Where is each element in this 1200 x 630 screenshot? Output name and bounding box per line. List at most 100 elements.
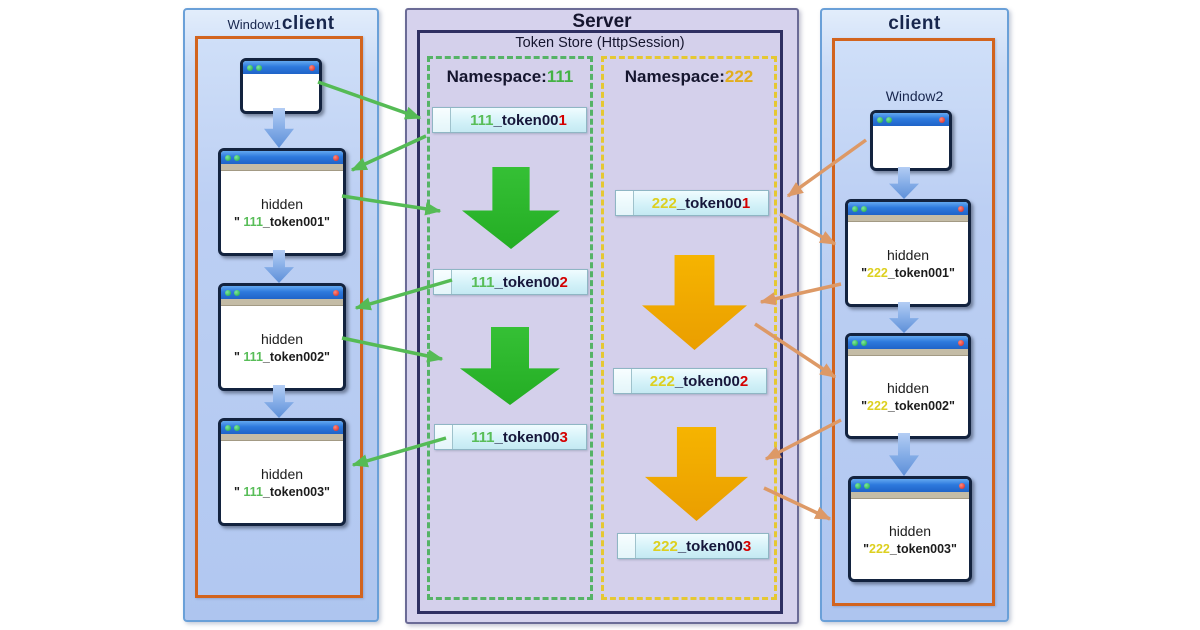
- window-button-icon: [225, 289, 231, 296]
- window-close-icon: [958, 339, 964, 346]
- window-content: hidden " 111_token002": [221, 306, 343, 388]
- token-cell-divider: [616, 191, 634, 215]
- window-titlebar: [848, 202, 968, 215]
- window-button-icon: [852, 205, 858, 212]
- token-rest: _token002": [887, 398, 955, 413]
- token-cell-divider: [614, 369, 632, 393]
- quote-open: ": [234, 349, 244, 364]
- window-content: hidden "222_token003": [851, 499, 969, 579]
- browser-window-token002-left: hidden " 111_token002": [218, 283, 346, 391]
- token-namespace: 222: [867, 398, 888, 413]
- window-button-icon: [225, 424, 231, 431]
- token-cell-divider: [434, 270, 452, 294]
- window-close-icon: [939, 116, 945, 123]
- token-mid: _token00: [676, 194, 742, 212]
- token-namespace: 111: [243, 214, 263, 229]
- window-content: hidden " 111_token003": [221, 441, 343, 523]
- browser-window-token002-right: hidden "222_token002": [845, 333, 971, 439]
- browser-window-initial-right: [870, 110, 952, 171]
- window-content: hidden "222_token001": [848, 222, 968, 304]
- left-panel-title: Window1 client: [185, 13, 377, 35]
- browser-window-initial-left: [240, 58, 322, 114]
- window-titlebar: [221, 421, 343, 434]
- token-rest: _token001": [887, 265, 955, 280]
- window2-label: Window2: [885, 88, 944, 104]
- token-mid: _token00: [674, 372, 740, 390]
- namespace-id: 222: [724, 67, 754, 86]
- hidden-field-label: hidden: [888, 522, 932, 539]
- browser-window-token003-right: hidden "222_token003": [848, 476, 972, 582]
- namespace-id: 111: [546, 67, 574, 86]
- window-button-icon: [864, 482, 870, 489]
- token-num: 1: [558, 111, 567, 129]
- orange-down-arrow-icon: [642, 255, 747, 350]
- window-button-icon: [852, 339, 858, 346]
- window-close-icon: [958, 205, 964, 212]
- window-titlebar: [243, 61, 319, 74]
- browser-window-token001-right: hidden "222_token001": [845, 199, 971, 307]
- token-ns: 111: [470, 111, 494, 129]
- hidden-field-label: hidden: [260, 465, 304, 482]
- token-ns: 222: [652, 537, 678, 555]
- token-namespace: 222: [869, 541, 890, 556]
- window-content: [873, 126, 949, 168]
- hidden-field-label: hidden: [260, 330, 304, 347]
- window1-label: Window1: [227, 17, 281, 32]
- token-namespace: 222: [867, 265, 888, 280]
- window-button-icon: [861, 339, 867, 346]
- window-close-icon: [333, 289, 339, 296]
- window-titlebar: [848, 336, 968, 349]
- hidden-field-value: " 111_token001": [234, 215, 330, 229]
- token-ns: 111: [471, 428, 495, 446]
- window-toolbar: [851, 492, 969, 499]
- token-mid: _token00: [677, 537, 743, 555]
- server-title: Server: [572, 11, 632, 32]
- window-content: hidden " 111_token001": [221, 171, 343, 253]
- window-button-icon: [234, 289, 240, 296]
- window-button-icon: [225, 154, 231, 161]
- green-down-arrow-icon: [462, 167, 560, 249]
- hidden-field-value: " 111_token002": [234, 350, 330, 364]
- hidden-field-value: "222_token003": [863, 542, 957, 556]
- namespace-222-label: Namespace:222: [604, 67, 774, 87]
- window-toolbar: [221, 299, 343, 306]
- token-mid: _token00: [494, 273, 560, 291]
- window-titlebar: [221, 286, 343, 299]
- token-cell-divider: [433, 108, 451, 132]
- window-close-icon: [309, 64, 315, 71]
- quote-open: ": [234, 214, 244, 229]
- orange-down-arrow-icon: [645, 427, 748, 521]
- window-button-icon: [877, 116, 883, 123]
- token-rest: _token003": [262, 484, 330, 499]
- window-button-icon: [855, 482, 861, 489]
- green-down-arrow-icon: [460, 327, 560, 405]
- window-button-icon: [234, 154, 240, 161]
- window-content: [243, 74, 319, 111]
- hidden-field-label: hidden: [886, 379, 930, 396]
- token-ns: 222: [651, 194, 677, 212]
- browser-window-token003-left: hidden " 111_token003": [218, 418, 346, 526]
- namespace-label-text: Namespace:: [624, 67, 725, 86]
- token-store-label: Token Store (HttpSession): [515, 35, 685, 51]
- quote-open: ": [234, 484, 244, 499]
- window-button-icon: [256, 64, 262, 71]
- window-close-icon: [333, 424, 339, 431]
- window-button-icon: [861, 205, 867, 212]
- hidden-field-value: " 111_token003": [234, 485, 330, 499]
- token-rest: _token001": [262, 214, 330, 229]
- hidden-field-value: "222_token001": [861, 266, 955, 280]
- token-num: 3: [559, 428, 568, 446]
- hidden-field-label: hidden: [886, 246, 930, 263]
- token-mid: _token00: [494, 428, 560, 446]
- right-panel-title: client: [822, 13, 1007, 35]
